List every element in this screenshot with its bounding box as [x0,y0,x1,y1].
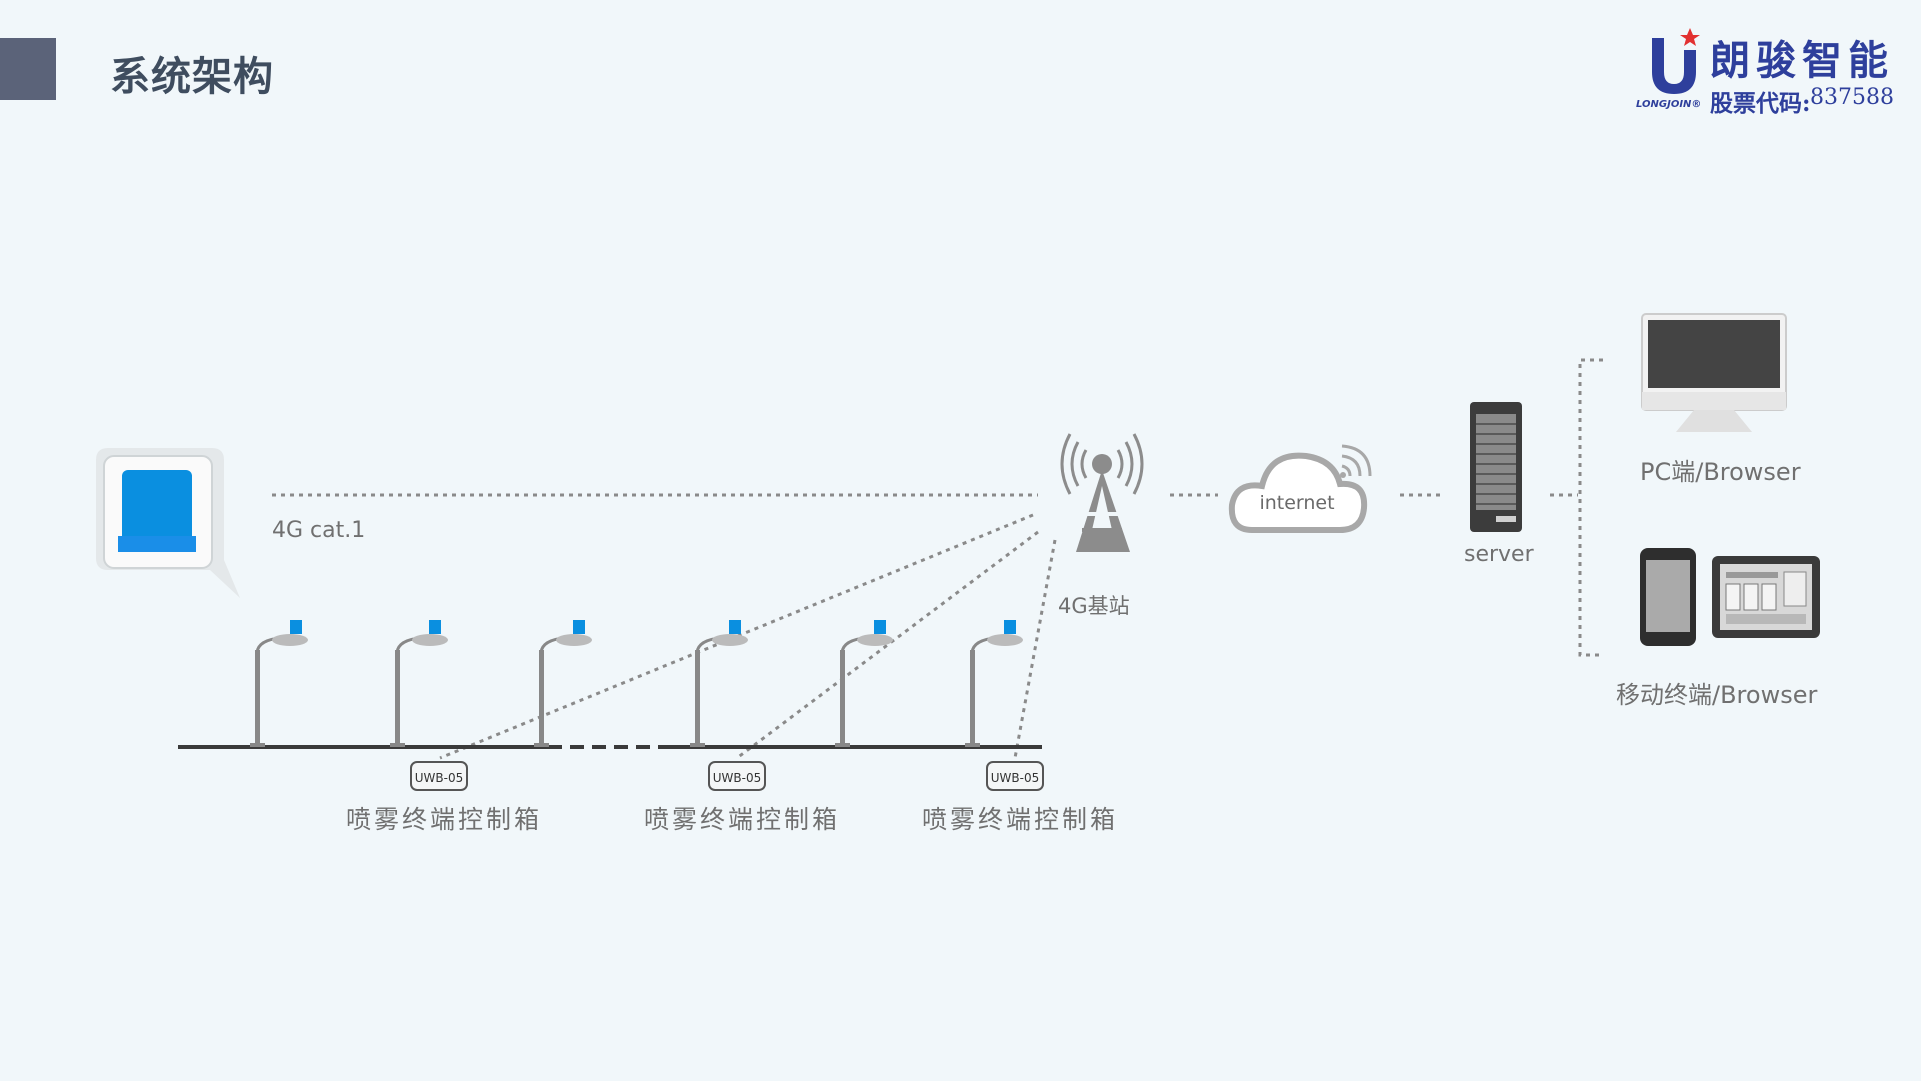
control-box-label-1: 喷雾终端控制箱 [346,805,543,834]
tablet-icon [1712,556,1820,638]
link-box1-to-station [439,513,1034,760]
link-client-branch [1578,358,1603,657]
pc-monitor-icon [1641,313,1787,432]
company-logo: 朗骏智能 股票代码: 837588 LONGJOIN® [1636,26,1898,118]
base-station-label: 4G基站 [1058,594,1130,618]
sensor-device-icon [96,448,240,598]
link-box3-to-station [1013,539,1057,759]
link-box2-to-station [736,530,1039,760]
server-icon [1470,402,1522,532]
cell-tower-icon [1060,433,1144,552]
mobile-client-label: 移动终端/Browser [1616,681,1818,709]
internet-cloud-icon: internet [1228,444,1372,533]
dotted-links [272,358,1603,760]
pc-client-label: PC端/Browser [1640,458,1801,486]
lamp-6 [965,620,1023,747]
lamp-5 [835,620,893,747]
mobile-phone-icon [1640,548,1696,646]
uwb-tag-3: UWB-05 [986,761,1044,791]
logo-stock-code-label: 股票代码: [1710,90,1811,117]
logo-brand-text: LONGJOIN® [1636,99,1702,110]
page-title: 系统架构 [110,54,274,100]
logo-stock-code-value: 837588 [1810,85,1894,110]
lamp-3 [534,620,592,747]
uwb-tag-3-text: UWB-05 [991,771,1039,785]
link-type-label: 4G cat.1 [272,518,366,543]
control-box-label-3: 喷雾终端控制箱 [922,805,1119,834]
logo-company-name: 朗骏智能 [1710,37,1894,84]
lamp-4 [690,620,748,747]
lamp-1 [250,620,308,747]
title-accent-bar [0,38,56,100]
lamp-2 [390,620,448,747]
control-box-label-2: 喷雾终端控制箱 [644,805,841,834]
uwb-tag-1: UWB-05 [410,761,468,791]
uwb-tag-2-text: UWB-05 [713,771,761,785]
internet-label: internet [1259,492,1334,514]
street-lamps [250,620,1023,747]
logo-u-icon [1652,28,1700,94]
server-label: server [1464,542,1534,567]
uwb-tag-2: UWB-05 [708,761,766,791]
uwb-tag-1-text: UWB-05 [415,771,463,785]
